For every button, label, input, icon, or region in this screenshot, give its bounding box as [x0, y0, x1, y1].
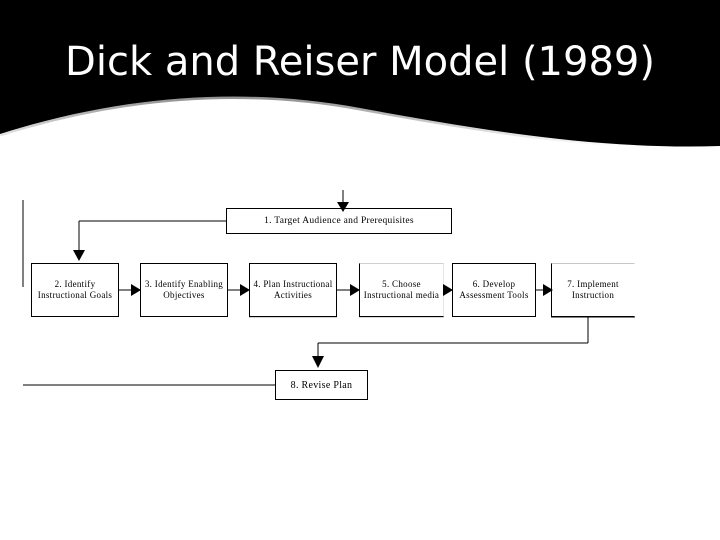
- flowchart-connectors: [22, 190, 635, 386]
- flow-node-5[interactable]: 5. Choose Instructional media: [359, 263, 444, 317]
- arrowhead-entry-to-1: [337, 202, 349, 212]
- flow-node-8-label: 8. Revise Plan: [290, 379, 353, 391]
- flow-node-8[interactable]: 8. Revise Plan: [275, 370, 368, 400]
- arrowhead-4-to-5: [350, 284, 360, 296]
- arrowhead-5-to-6: [443, 284, 453, 296]
- arrowhead-2-to-3: [131, 284, 141, 296]
- arrowheads: [73, 202, 553, 368]
- arrowhead-7-to-8: [312, 356, 324, 368]
- arrowhead-3-to-4: [240, 284, 250, 296]
- flow-node-4[interactable]: 4. Plan Instructional Activities: [249, 263, 337, 317]
- page-title: Dick and Reiser Model (1989): [65, 39, 655, 85]
- flowchart-diagram: 1. Target Audience and Prerequisites 2. …: [0, 160, 720, 540]
- flow-node-3[interactable]: 3. Identify Enabling Objectives: [140, 263, 228, 317]
- flow-node-2-label: 2. Identify Instructional Goals: [37, 279, 113, 300]
- flow-node-6[interactable]: 6. Develop Assessment Tools: [452, 263, 536, 317]
- title-banner: Dick and Reiser Model (1989): [0, 0, 720, 160]
- banner-wave-shape: [0, 0, 720, 150]
- flow-node-7[interactable]: 7. Implement Instruction: [551, 263, 635, 317]
- flow-node-1-label: 1. Target Audience and Prerequisites: [264, 215, 414, 226]
- flow-node-1[interactable]: 1. Target Audience and Prerequisites: [226, 208, 452, 234]
- flow-node-5-label: 5. Choose Instructional media: [363, 279, 440, 300]
- flow-node-7-label: 7. Implement Instruction: [567, 279, 619, 300]
- flow-node-4-label: 4. Plan Instructional Activities: [253, 279, 333, 300]
- arrowhead-1-to-2: [73, 250, 85, 261]
- flow-node-2[interactable]: 2. Identify Instructional Goals: [31, 263, 119, 317]
- flow-node-3-label: 3. Identify Enabling Objectives: [144, 279, 224, 300]
- flow-node-6-label: 6. Develop Assessment Tools: [459, 279, 529, 300]
- arrowhead-6-to-7: [543, 284, 553, 296]
